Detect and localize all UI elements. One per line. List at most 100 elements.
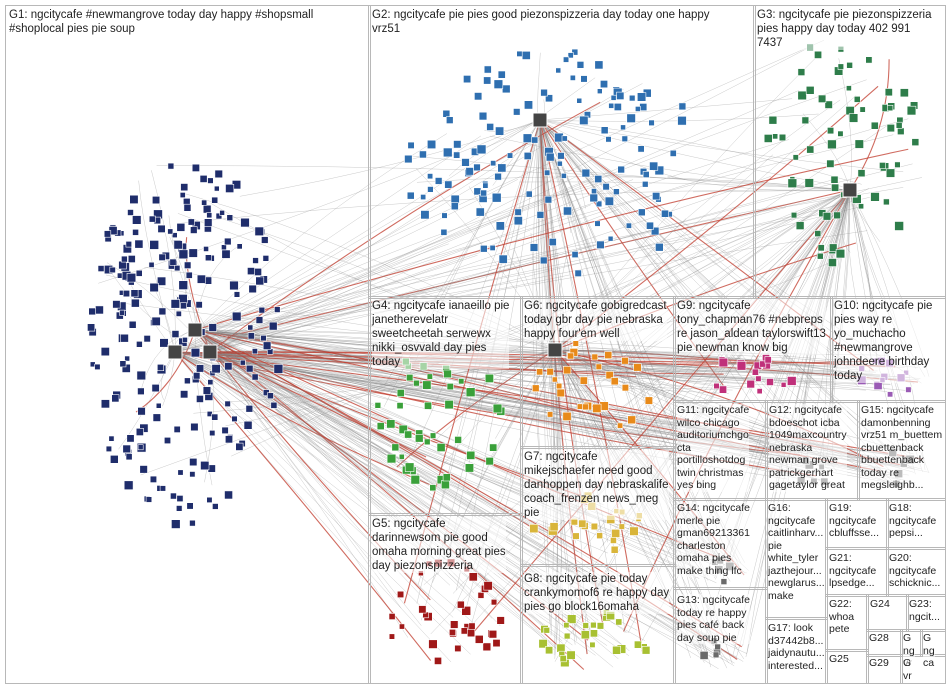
node-g3 [817, 244, 825, 252]
group-panel-g1 [5, 5, 371, 684]
group-label-g15: G15: ngcitycafe damonbenning vrz51 m_bue… [861, 404, 943, 492]
edge [209, 214, 821, 353]
node-g6 [592, 403, 602, 413]
group-panel-g14 [673, 498, 768, 590]
node-g2 [561, 135, 568, 142]
node-g2 [617, 165, 625, 174]
edge [194, 329, 627, 419]
edge [194, 329, 388, 422]
edge [174, 146, 542, 353]
node-g3 [857, 169, 866, 178]
node-g6 [546, 411, 554, 418]
node-g6 [567, 352, 575, 360]
node-g3 [778, 133, 787, 142]
node-g3 [837, 130, 844, 137]
edge [209, 163, 913, 353]
node-g1 [122, 289, 130, 298]
node-g2 [599, 80, 608, 89]
group-panel-g13 [673, 587, 768, 684]
node-g8 [615, 618, 623, 626]
node-g5 [388, 613, 396, 620]
node-g1 [225, 435, 234, 444]
edge [539, 119, 622, 422]
edge [842, 189, 851, 253]
hub-node [842, 182, 858, 198]
node-g4 [376, 422, 385, 430]
node-g2 [580, 75, 588, 83]
node-g1 [164, 436, 172, 444]
node-g1 [169, 258, 177, 266]
node-g4 [398, 453, 405, 460]
edge [209, 176, 772, 353]
node-g1 [189, 457, 198, 467]
node-g1 [235, 442, 244, 451]
node-g2 [626, 113, 636, 123]
node-g1 [129, 194, 139, 204]
node-g1 [158, 253, 166, 261]
node-g2 [677, 116, 687, 126]
node-g7 [596, 532, 603, 539]
node-g2 [523, 152, 532, 160]
node-g2 [474, 92, 483, 101]
node-g1 [215, 212, 223, 220]
node-g1 [137, 444, 144, 451]
node-g4 [396, 402, 404, 410]
edge [209, 88, 624, 353]
node-g2 [576, 61, 585, 69]
edge [194, 329, 542, 541]
node-g7 [629, 526, 639, 536]
group-label-g9: G9: ngcitycafe tony_chapman76 #nebpreps … [677, 299, 826, 355]
node-g1 [110, 454, 119, 464]
edge [209, 351, 697, 563]
node-g3 [859, 106, 866, 113]
node-g2 [556, 160, 563, 167]
edge [396, 349, 556, 391]
edge [174, 351, 891, 393]
edge [209, 351, 551, 621]
node-g2 [576, 97, 583, 104]
edge [539, 119, 586, 209]
node-g2 [513, 108, 521, 116]
node-g1 [214, 185, 220, 192]
node-g9 [759, 360, 767, 368]
node-g2 [594, 175, 603, 183]
group-panel-g17 [765, 617, 828, 684]
node-g2 [613, 188, 620, 195]
node-g8 [559, 655, 567, 663]
group-label-g11: G11: ngcitycafe wilco chicago auditorium… [677, 404, 750, 492]
node-g1 [189, 471, 196, 478]
node-g1 [232, 311, 242, 322]
node-g4 [444, 399, 454, 410]
edge [439, 349, 556, 472]
node-g2 [427, 173, 434, 180]
node-g2 [480, 189, 488, 197]
edge [174, 351, 700, 579]
node-g2 [444, 180, 453, 189]
node-g2 [445, 116, 454, 124]
node-g2 [669, 149, 677, 157]
node-g2 [628, 94, 636, 102]
node-g8 [580, 630, 590, 640]
node-g1 [176, 223, 186, 232]
node-g1 [134, 239, 144, 249]
node-g1 [105, 445, 112, 453]
node-g1 [125, 453, 133, 461]
node-g2 [637, 208, 646, 217]
node-g6 [604, 351, 613, 359]
node-g1 [177, 469, 184, 476]
node-g1 [231, 415, 238, 423]
edge [174, 351, 454, 618]
node-g1 [187, 218, 195, 226]
node-g5 [461, 605, 472, 616]
edge [519, 181, 851, 191]
node-g1 [262, 341, 272, 350]
node-g1 [221, 426, 229, 435]
node-g1 [247, 267, 255, 275]
node-g1 [225, 184, 235, 193]
node-g1 [252, 257, 259, 264]
group-label-g29: G29 [869, 657, 889, 670]
group-label-g3: G3: ngcitycafe pie piezonspizzeria pies … [757, 8, 932, 50]
edge [490, 349, 556, 463]
node-g1 [207, 379, 214, 386]
node-g8 [589, 629, 598, 638]
